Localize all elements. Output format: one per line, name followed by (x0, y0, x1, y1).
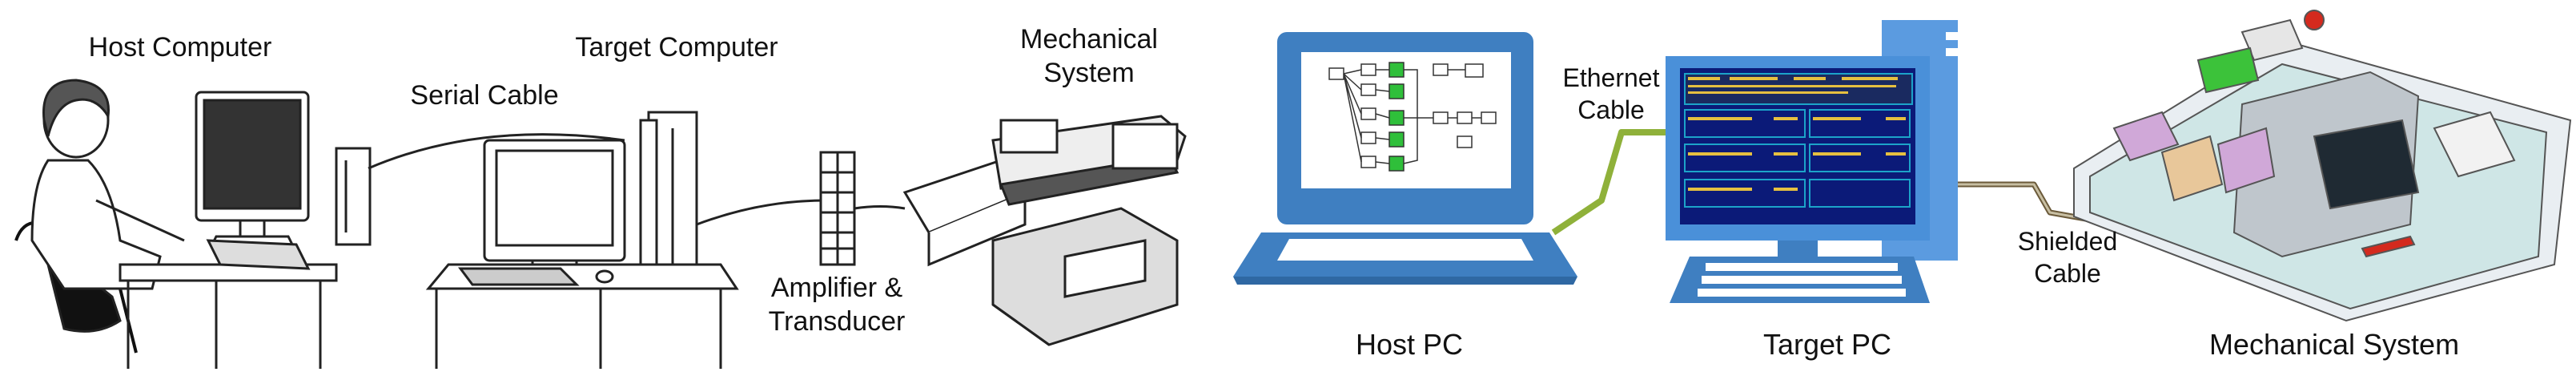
shielded-cable-label-line2: Cable (2034, 259, 2101, 288)
mechanical-cable (854, 205, 906, 210)
amplifier-cable (696, 199, 826, 226)
host-computer-illustration (14, 79, 372, 369)
right-diagram: Host PC Ethernet Cable Target PC Shielde… (1233, 10, 2572, 361)
amplifier-label-line1: Amplifier & (771, 273, 903, 303)
target-pc (1666, 20, 1963, 303)
amplifier-illustration (819, 151, 856, 266)
mechanical-system-cad (2073, 10, 2572, 322)
serial-cable (368, 133, 625, 170)
target-computer-illustration (425, 111, 739, 369)
left-mechanical-system-label-line2: System (1043, 58, 1134, 88)
ethernet-cable-label-line1: Ethernet (1563, 63, 1660, 92)
left-mechanical-system-label-line1: Mechanical (1020, 24, 1158, 55)
right-mechanical-system-label: Mechanical System (2209, 328, 2459, 361)
target-computer-label: Target Computer (575, 32, 778, 63)
host-computer-label: Host Computer (89, 32, 272, 63)
ethernet-cable-label-line2: Cable (1577, 95, 1645, 124)
ethernet-cable (1551, 129, 1682, 236)
host-pc-label: Host PC (1356, 328, 1463, 361)
amplifier-label-line2: Transducer (769, 306, 906, 337)
mechanical-system-illustration (902, 115, 1187, 346)
left-diagram: Host Computer Serial Cable Target Comput… (14, 24, 1187, 369)
target-pc-label: Target PC (1763, 328, 1891, 361)
block-diagram-screen-content (1328, 62, 1497, 172)
shielded-cable-label-line1: Shielded (2018, 227, 2118, 256)
serial-cable-label: Serial Cable (410, 80, 558, 111)
host-pc-laptop (1233, 32, 1577, 285)
